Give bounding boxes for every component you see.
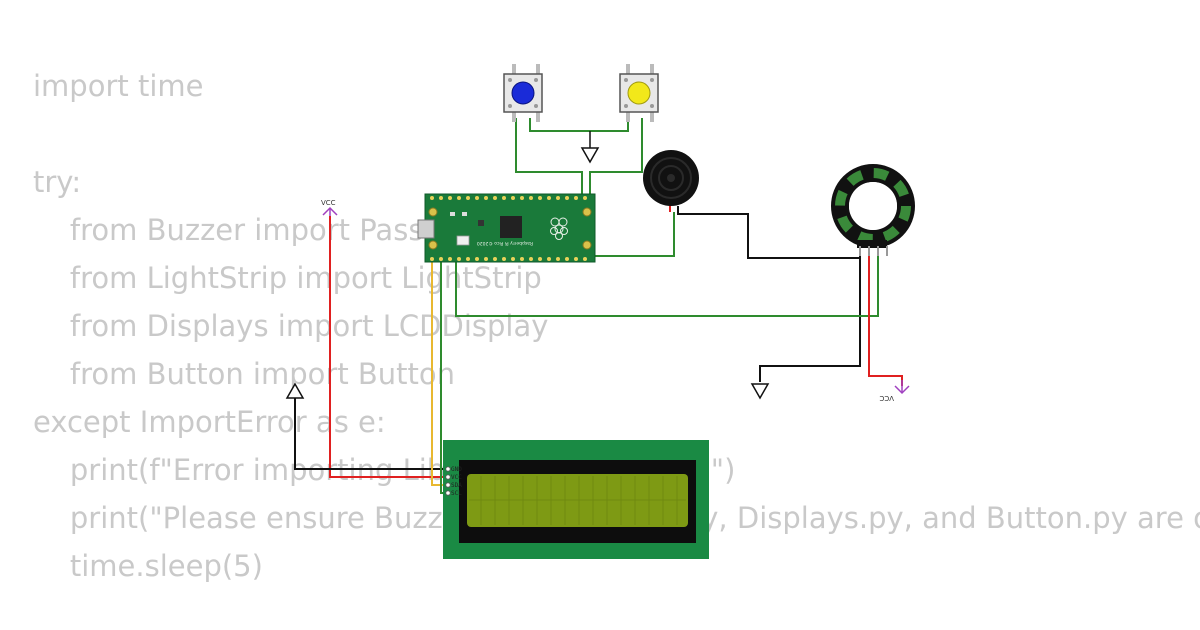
lcd-pin-vcc-label: VCC (451, 474, 462, 481)
neopixel-ring[interactable] (831, 164, 915, 256)
raspberry-logo-icon (550, 217, 568, 240)
lcd-screen (467, 474, 688, 527)
vcc-symbol-top: VCC (321, 199, 338, 216)
ground-symbol-buttons (580, 147, 600, 164)
vcc-symbol-bottom: VCC (879, 380, 910, 402)
wire-lcd-sda[interactable] (431, 262, 448, 486)
wire-buzzer-to-pico[interactable] (593, 212, 675, 257)
lcd-char-grid (469, 476, 686, 525)
lcd-pin-scl-label: SCL (451, 490, 462, 497)
lcd-header-pins (445, 466, 451, 496)
pico-bootsel-button[interactable] (456, 235, 470, 246)
wire-buttons-ground-bus[interactable] (529, 118, 629, 132)
vcc-label-top: VCC (321, 199, 336, 207)
wire-yellow-button-to-pico[interactable] (589, 118, 643, 196)
yellow-push-button[interactable] (619, 64, 659, 122)
ground-symbol-lcd (285, 382, 305, 399)
wire-blue-button-to-pico[interactable] (515, 118, 583, 196)
wire-lcd-vcc[interactable] (329, 216, 448, 478)
wire-ring-vcc[interactable] (868, 254, 903, 386)
lcd-pin-gnd-label: GND (451, 466, 462, 473)
blue-button-cap[interactable] (511, 81, 535, 105)
vcc-label-bottom: VCC (879, 394, 894, 402)
wire-lcd-gnd[interactable] (294, 398, 448, 470)
pico-bottom-pins (430, 257, 587, 261)
passive-buzzer[interactable] (643, 150, 699, 206)
lcd-1602-display[interactable]: GND VCC SDA SCL (443, 440, 709, 559)
yellow-button-cap[interactable] (627, 81, 651, 105)
blue-push-button[interactable] (503, 64, 543, 122)
pico-usb-port[interactable] (417, 219, 435, 239)
lcd-pin-sda-label: SDA (451, 482, 462, 489)
pico-rp2040-chip (500, 216, 522, 238)
pico-top-pins (430, 196, 587, 200)
raspberry-pi-pico[interactable]: Raspberry Pi Pico ©2020 (417, 193, 596, 263)
ground-symbol-right (750, 383, 770, 400)
pico-silkscreen-label: Raspberry Pi Pico ©2020 (477, 240, 533, 247)
wire-buzzer-ground[interactable] (677, 206, 861, 382)
wire-ring-data[interactable] (455, 254, 879, 317)
